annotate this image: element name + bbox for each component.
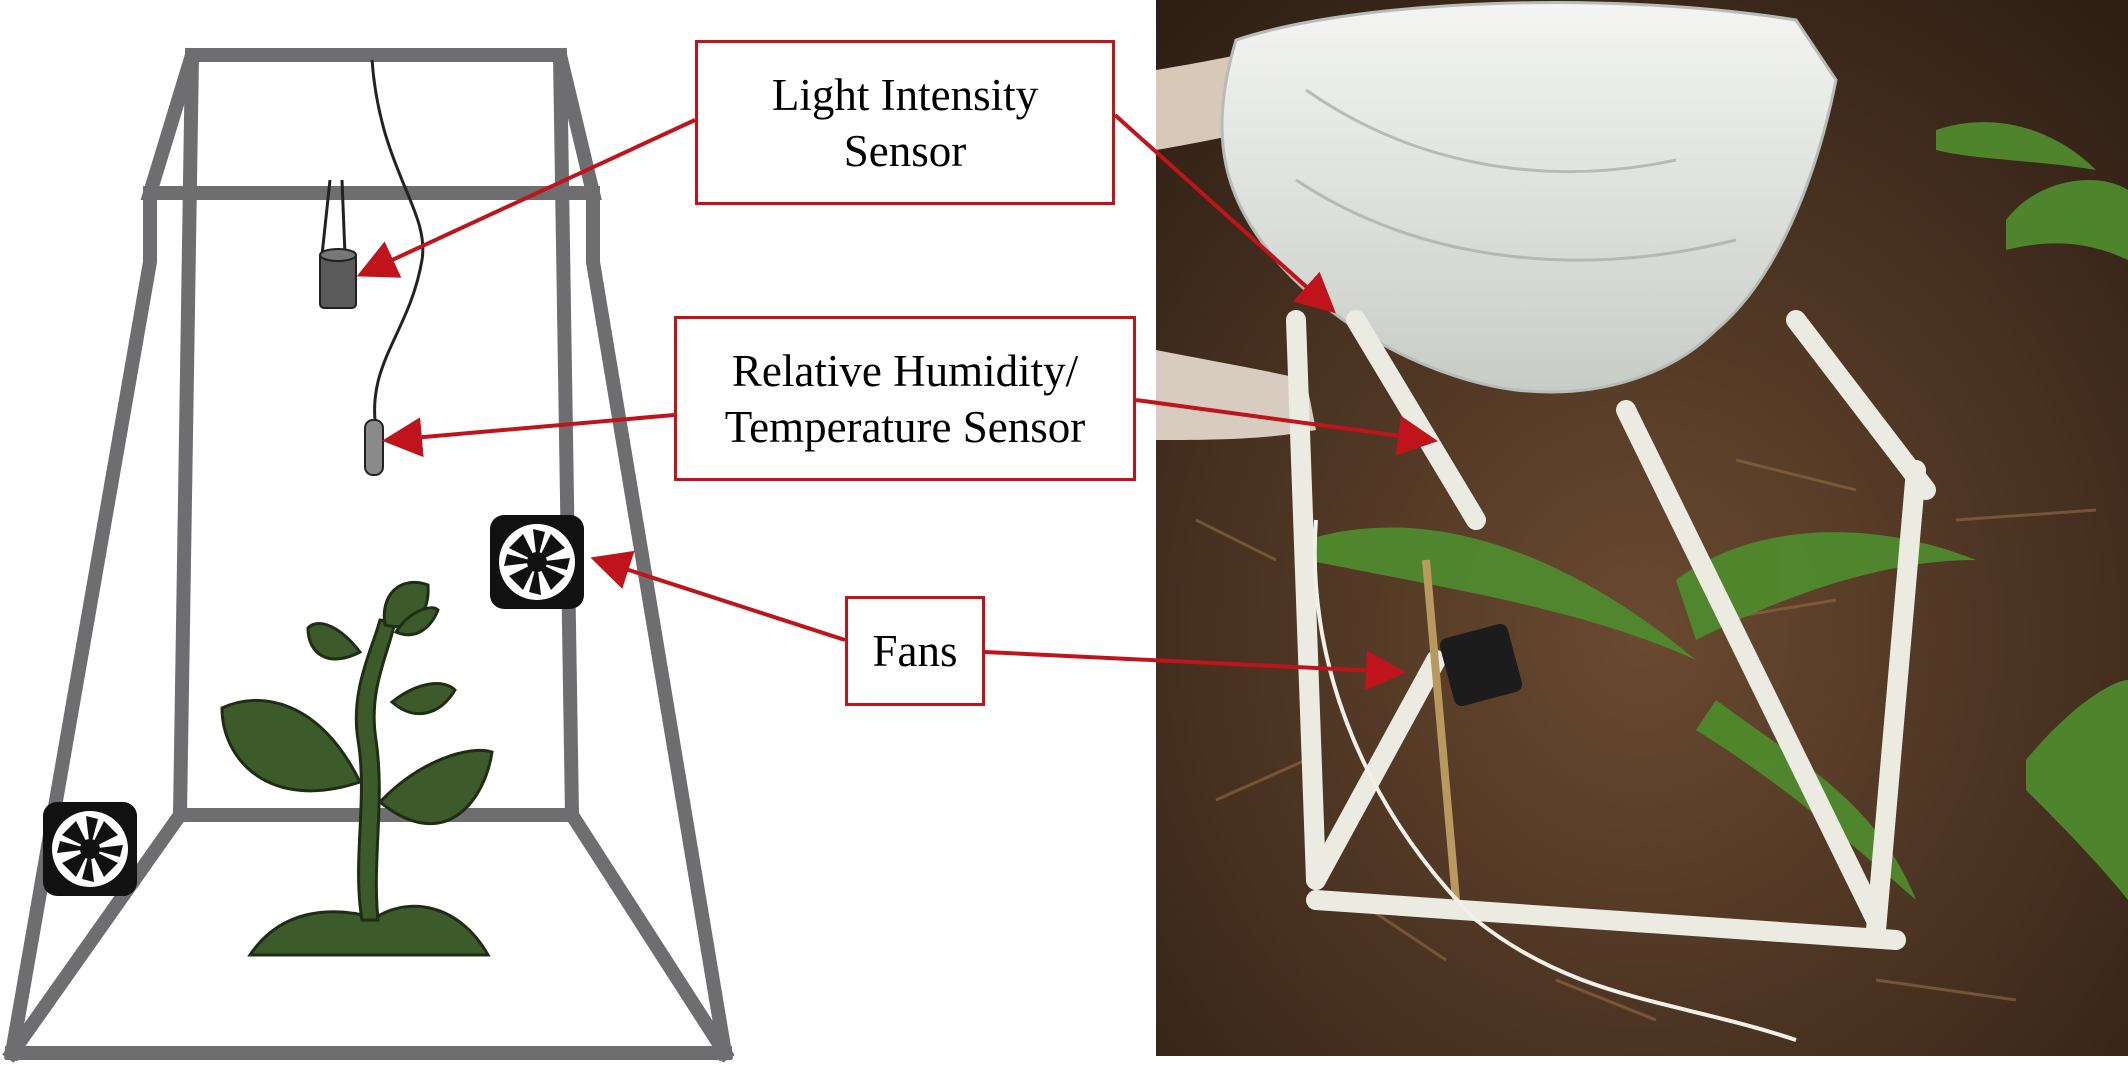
rh-temp-label-line1: Relative Humidity/: [731, 345, 1079, 396]
light-sensor-label-line1: Light Intensity: [771, 69, 1039, 120]
light-sensor-icon: [319, 248, 357, 309]
rh-temp-sensor-label: Relative Humidity/ Temperature Sensor: [674, 316, 1136, 481]
chamber-schematic: [2, 47, 735, 1063]
frame-right-leg: [586, 186, 734, 1062]
arrow-fans-to-photo: [984, 650, 1406, 691]
arrow-fans-to-schematic: [590, 550, 846, 642]
arrow-rh-to-schematic: [382, 413, 675, 458]
rh-temp-label-line2: Temperature Sensor: [724, 401, 1086, 452]
stake: [1422, 559, 1460, 901]
fan-icon: [490, 515, 584, 609]
plant-leaf-left-small: [306, 622, 363, 661]
fan-icon: [43, 802, 137, 896]
light-sensor-label: Light Intensity Sensor: [695, 40, 1115, 205]
plant-icon: [220, 580, 494, 957]
arrow-light-to-schematic: [356, 118, 696, 278]
light-sensor-wire: [320, 179, 347, 256]
arrow-light-to-photo: [1113, 113, 1336, 314]
arrow-rh-to-photo: [1135, 398, 1438, 456]
photo-fan: [1439, 623, 1523, 707]
photo-svg: [1156, 0, 2128, 1056]
fern-fronds: [1306, 122, 2128, 900]
frame-bottom-left: [2, 805, 190, 1063]
plant-leaf-right-big: [377, 748, 494, 826]
frame-back-left-leg: [172, 47, 200, 823]
plant-leaf-left-big: [220, 698, 363, 793]
frame-bottom-right: [562, 805, 735, 1063]
fans-label-text: Fans: [872, 626, 958, 676]
fans-label: Fans: [845, 596, 985, 706]
plant-leaf-upper-right: [393, 606, 440, 637]
rh-sensor-wire: [370, 59, 425, 421]
cable: [1312, 519, 1797, 1042]
light-sensor-label-line2: Sensor: [843, 125, 967, 176]
plant-leaf-right-small: [389, 682, 457, 716]
frame-left-leg: [3, 186, 157, 1062]
field-chamber-photo: [1156, 0, 2128, 1056]
